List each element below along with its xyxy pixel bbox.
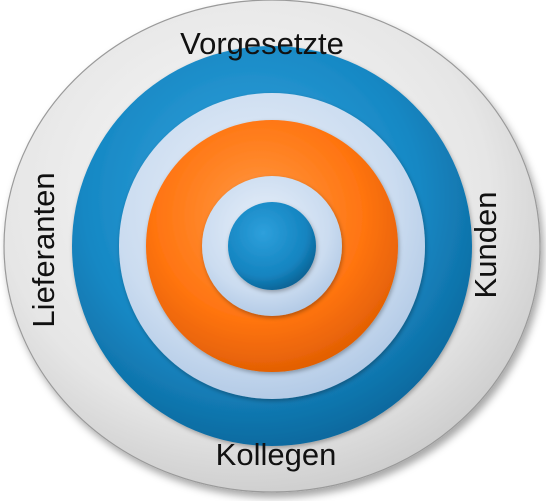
label-bottom: Kollegen bbox=[216, 437, 337, 472]
label-left: Lieferanten bbox=[26, 172, 61, 327]
center-disc bbox=[228, 202, 316, 290]
label-right: Kunden bbox=[468, 192, 503, 299]
label-top: Vorgesetzte bbox=[180, 26, 344, 61]
